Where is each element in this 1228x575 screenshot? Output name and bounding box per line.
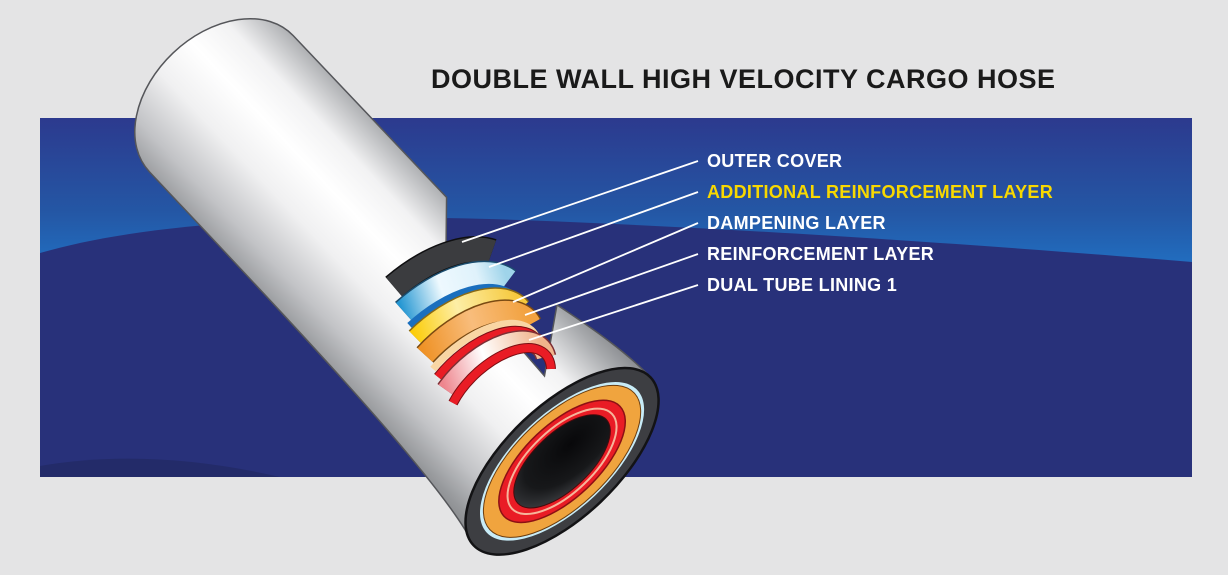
end-ring-highlight-line — [506, 407, 618, 516]
label-outer-cover: OUTER COVER — [707, 151, 843, 171]
leader-line-dampening — [512, 222, 699, 303]
cutaway-layers — [385, 236, 557, 406]
leader-lines — [461, 160, 699, 341]
label-reinforcement-layer: REINFORCEMENT LAYER — [707, 244, 935, 264]
panel-ground-shadow-arc — [40, 458, 280, 477]
label-dual-tube-lining-1: DUAL TUBE LINING 1 — [707, 275, 898, 295]
reinforcement-band — [417, 300, 540, 362]
red-bottom-edge — [449, 344, 555, 405]
additional-reinforcement-band — [396, 262, 516, 322]
leader-line-dual-tube-lining — [528, 284, 699, 341]
label-dampening-layer: DAMPENING LAYER — [707, 213, 886, 233]
hose-end-rings — [464, 366, 660, 556]
leader-line-additional-reinforcement — [488, 191, 699, 268]
end-bore — [513, 414, 611, 509]
page-title: DOUBLE WALL HIGH VELOCITY CARGO HOSE — [431, 64, 1056, 94]
label-additional-reinforcement-layer: ADDITIONAL REINFORCEMENT LAYER — [707, 182, 1054, 202]
outer-cover-band — [386, 237, 496, 297]
leader-line-outer-cover — [461, 160, 699, 243]
leader-line-reinforcement — [524, 253, 699, 316]
